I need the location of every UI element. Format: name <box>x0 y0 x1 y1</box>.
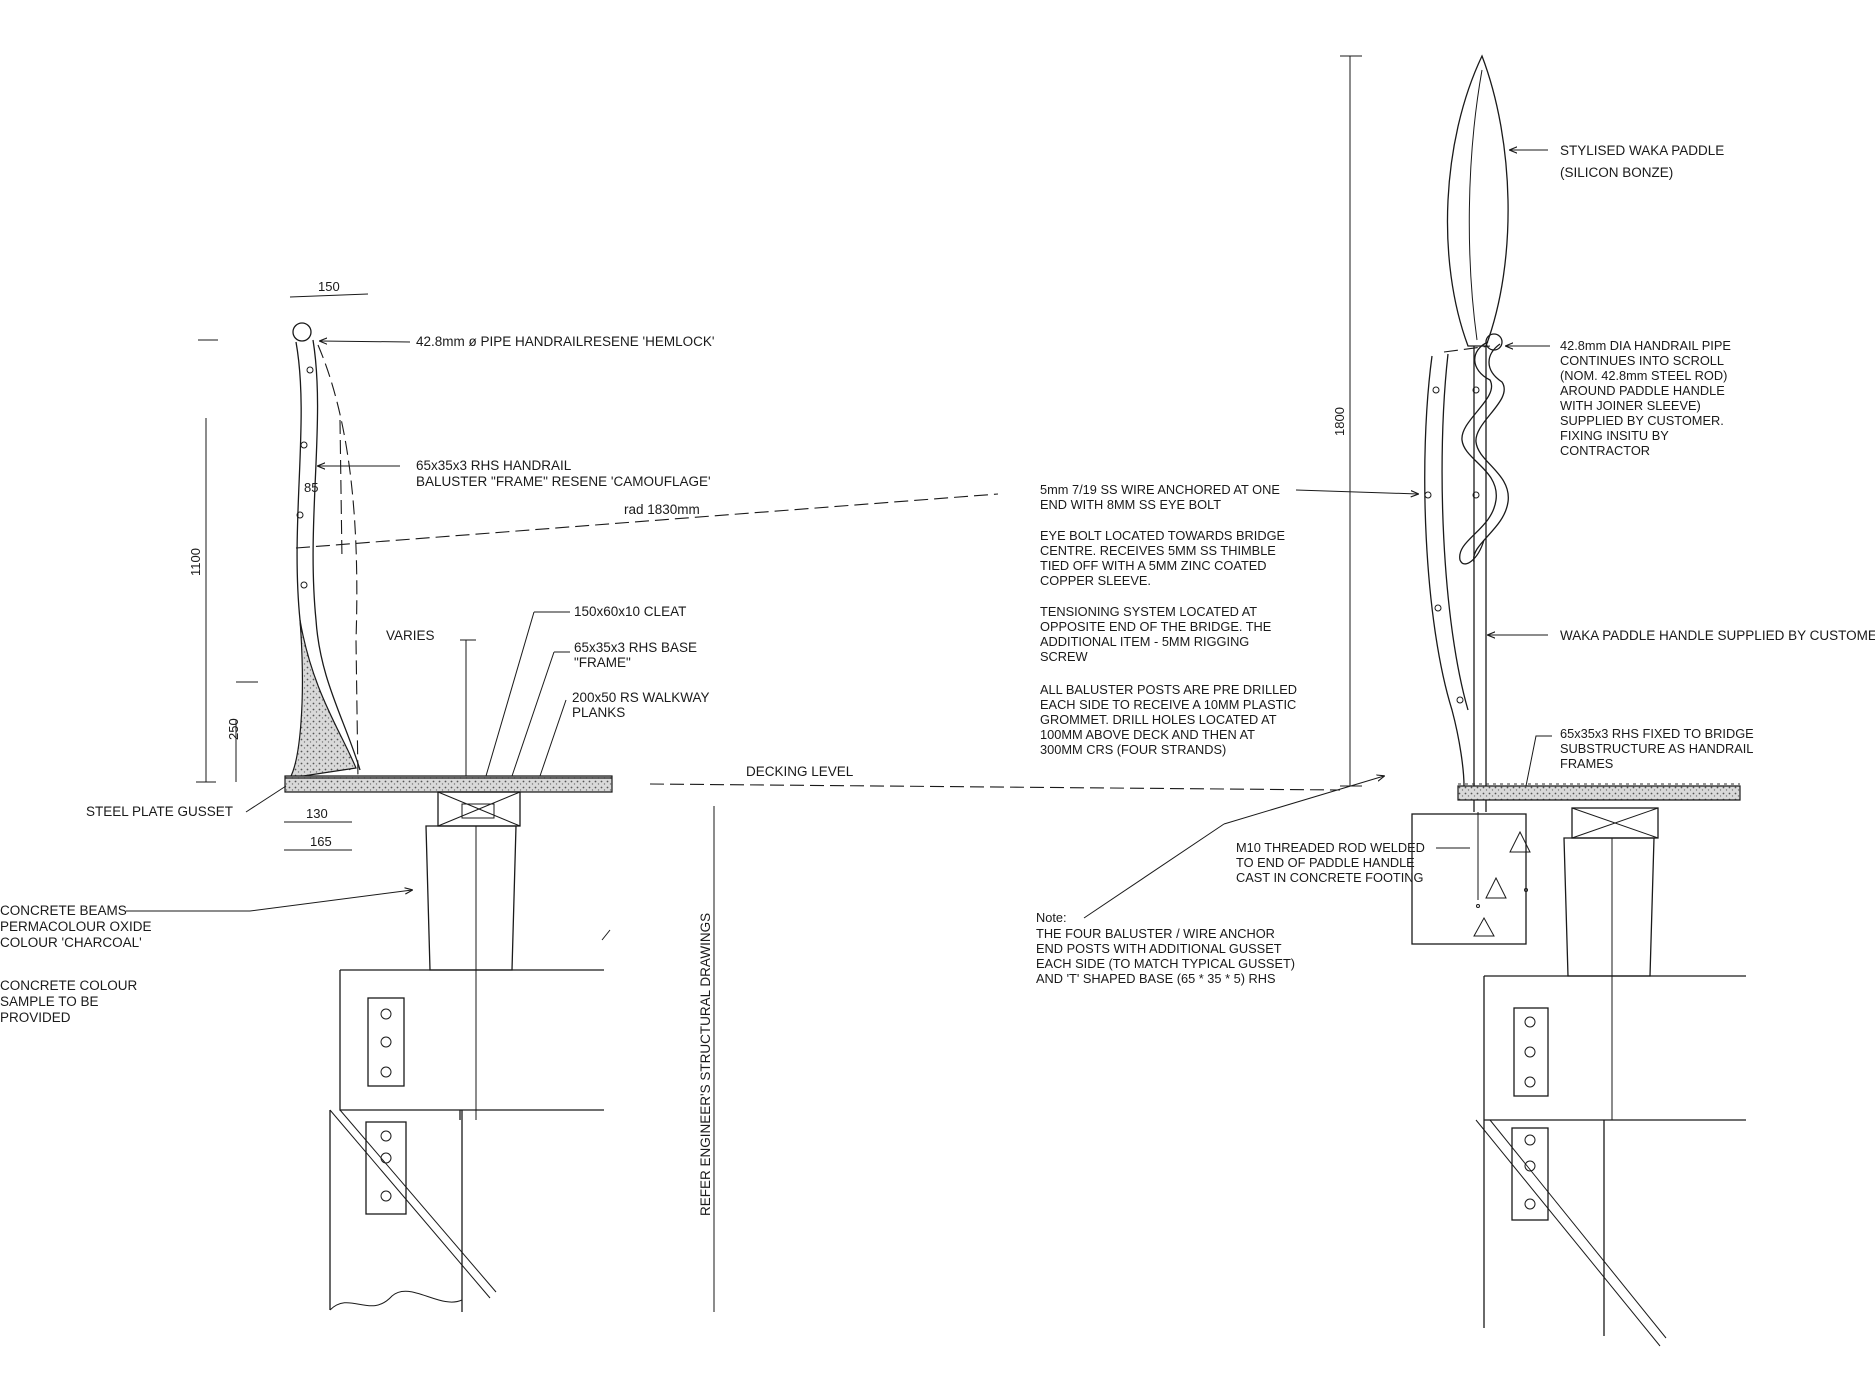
label-planks-2: PLANKS <box>572 705 625 720</box>
note-body-2: END POSTS WITH ADDITIONAL GUSSET <box>1036 941 1282 956</box>
note-rod-3: CAST IN CONCRETE FOOTING <box>1236 870 1423 885</box>
note-eye-bolt-1: EYE BOLT LOCATED TOWARDS BRIDGE <box>1040 528 1285 543</box>
left-baluster-detail <box>196 293 999 1312</box>
label-colour-3: PROVIDED <box>0 1010 71 1025</box>
pile-cap <box>339 969 604 1120</box>
right-baluster-frame <box>1424 355 1465 787</box>
frame-bolts <box>296 366 314 589</box>
label-pipe-3: (NOM. 42.8mm STEEL ROD) <box>1560 368 1727 383</box>
dim-lower-height: 250 <box>226 718 241 740</box>
label-colour-2: SAMPLE TO BE <box>0 994 99 1009</box>
label-handle: WAKA PADDLE HANDLE SUPPLIED BY CUSTOMER <box>1560 628 1875 643</box>
label-pipe-handrail: 42.8mm ø PIPE HANDRAILRESENE 'HEMLOCK' <box>416 334 714 349</box>
label-pipe-1: 42.8mm DIA HANDRAIL PIPE <box>1560 338 1731 353</box>
note-title: Note: <box>1036 910 1067 925</box>
label-colour-1: CONCRETE COLOUR <box>0 978 138 993</box>
note-rod-2: TO END OF PADDLE HANDLE <box>1236 855 1415 870</box>
right-labels: STYLISED WAKA PADDLE (SILICON BONZE) 42.… <box>1488 143 1875 787</box>
steel-plate-gusset <box>288 619 357 779</box>
label-rhs-3: FRAMES <box>1560 756 1613 771</box>
dim-top-width: 150 <box>318 279 340 294</box>
note-wire-1: 5mm 7/19 SS WIRE ANCHORED AT ONE <box>1040 482 1280 497</box>
left-dimensions <box>196 293 715 1312</box>
handrail-pipe <box>292 322 312 342</box>
note-wire-2: END WITH 8MM SS EYE BOLT <box>1040 497 1221 512</box>
label-base-frame-1: 65x35x3 RHS BASE <box>574 640 697 655</box>
handrail-scroll <box>1459 341 1497 565</box>
note-eye-bolt-2: CENTRE. RECEIVES 5MM SS THIMBLE <box>1040 543 1276 558</box>
label-pipe-7: FIXING INSITU BY <box>1560 428 1669 443</box>
right-concrete-beam <box>1563 837 1655 977</box>
note-eye-bolt-4: COPPER SLEEVE. <box>1040 573 1151 588</box>
label-pipe-8: CONTRACTOR <box>1560 443 1650 458</box>
label-beams-3: COLOUR 'CHARCOAL' <box>0 935 142 950</box>
label-structural-ref: REFER ENGINEER'S STRUCTURAL DRAWINGS <box>698 913 713 1216</box>
label-decking-level: DECKING LEVEL <box>746 764 854 779</box>
note-tensioning-2: OPPOSITE END OF THE BRIDGE. THE <box>1040 619 1271 634</box>
waka-paddle-blade <box>1446 54 1509 347</box>
note-posts-1: ALL BALUSTER POSTS ARE PRE DRILLED <box>1040 682 1297 697</box>
label-paddle-1: STYLISED WAKA PADDLE <box>1560 143 1724 158</box>
concrete-beam <box>425 825 517 971</box>
label-planks-1: 200x50 RS WALKWAY <box>572 690 710 705</box>
note-tensioning-3: ADDITIONAL ITEM - 5MM RIGGING <box>1040 634 1249 649</box>
label-radius: rad 1830mm <box>624 502 700 517</box>
bolt-plate <box>367 997 405 1087</box>
concrete-footing <box>1411 813 1527 945</box>
label-varies: VARIES <box>386 628 435 643</box>
label-baluster-frame-2: BALUSTER "FRAME" RESENE 'CAMOUFLAGE' <box>416 474 711 489</box>
right-decking <box>1457 785 1741 801</box>
label-pipe-6: SUPPLIED BY CUSTOMER. <box>1560 413 1724 428</box>
dim-overall-height: 1100 <box>188 548 203 576</box>
label-cleat: 150x60x10 CLEAT <box>574 604 686 619</box>
note-tensioning-4: SCREW <box>1040 649 1089 664</box>
label-pipe-4: AROUND PADDLE HANDLE <box>1560 383 1725 398</box>
note-posts-5: 300MM CRS (FOUR STRANDS) <box>1040 742 1226 757</box>
label-gusset: STEEL PLATE GUSSET <box>86 804 233 819</box>
note-posts-2: EACH SIDE TO RECEIVE A 10MM PLASTIC <box>1040 697 1296 712</box>
middle-notes: 5mm 7/19 SS WIRE ANCHORED AT ONE END WIT… <box>1036 482 1470 986</box>
label-baluster-frame-1: 65x35x3 RHS HANDRAIL <box>416 458 572 473</box>
note-posts-3: GROMMET. DRILL HOLES LOCATED AT <box>1040 712 1277 727</box>
note-eye-bolt-3: TIED OFF WITH A 5MM ZINC COATED <box>1040 558 1267 573</box>
dim-base-inner: 130 <box>306 806 328 821</box>
note-body-1: THE FOUR BALUSTER / WIRE ANCHOR <box>1036 926 1275 941</box>
note-body-3: EACH SIDE (TO MATCH TYPICAL GUSSET) <box>1036 956 1295 971</box>
left-dimension-labels: 150 1100 250 85 130 165 <box>188 279 340 849</box>
note-rod-1: M10 THREADED ROD WELDED <box>1236 840 1425 855</box>
label-pipe-2: CONTINUES INTO SCROLL <box>1560 353 1724 368</box>
right-paddle-detail <box>1340 54 1746 1347</box>
label-beams-2: PERMACOLOUR OXIDE <box>0 919 152 934</box>
note-tensioning-1: TENSIONING SYSTEM LOCATED AT <box>1040 604 1257 619</box>
paddle-height-dimension <box>1340 55 1362 787</box>
dim-base-outer: 165 <box>310 834 332 849</box>
dim-paddle-height: 1800 <box>1332 407 1347 436</box>
note-posts-4: 100MM ABOVE DECK AND THEN AT <box>1040 727 1255 742</box>
label-base-frame-2: "FRAME" <box>574 655 631 670</box>
label-rhs-2: SUBSTRUCTURE AS HANDRAIL <box>1560 741 1753 756</box>
left-labels: 42.8mm ø PIPE HANDRAILRESENE 'HEMLOCK' 6… <box>0 334 1341 1216</box>
dim-frame-offset: 85 <box>304 480 318 495</box>
label-rhs-1: 65x35x3 RHS FIXED TO BRIDGE <box>1560 726 1754 741</box>
label-beams-1: CONCRETE BEAMS <box>0 903 127 918</box>
note-body-4: AND 'T' SHAPED BASE (65 * 35 * 5) RHS <box>1036 971 1276 986</box>
label-paddle-2: (SILICON BONZE) <box>1560 165 1673 180</box>
label-pipe-5: WITH JOINER SLEEVE) <box>1560 398 1701 413</box>
